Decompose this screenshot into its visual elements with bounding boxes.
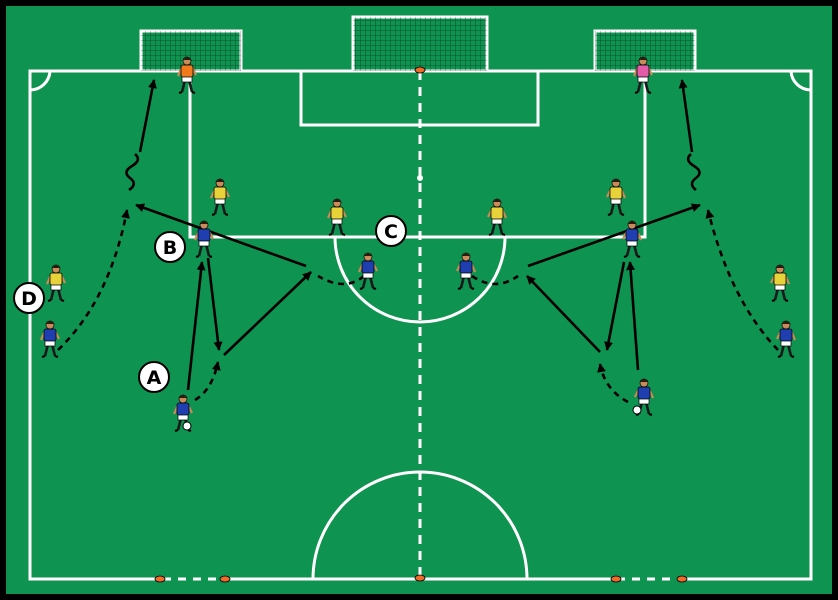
player-icon — [634, 378, 655, 417]
dribble-arrow-left-a — [194, 361, 221, 402]
label-c-text: C — [384, 221, 398, 243]
label-a-text: A — [147, 367, 162, 389]
pass-arrow-right-c-to-d — [527, 203, 701, 268]
arrows — [57, 79, 779, 404]
cone-icon — [610, 575, 622, 583]
goalkeeper-icon — [632, 56, 653, 95]
corner-arc-left — [29, 70, 52, 92]
player-icon — [326, 198, 347, 237]
dribble-arrow-right-a — [597, 363, 629, 404]
shot-arrow-right — [678, 79, 694, 153]
corner-arc-right — [789, 70, 812, 92]
ball-icon — [182, 421, 192, 431]
player-icon — [456, 252, 477, 291]
shot-arrow-left — [138, 79, 157, 153]
goal-left — [139, 29, 243, 73]
pass-arrow-left-a-to-c — [223, 271, 312, 356]
run-arrow-right-d — [705, 209, 779, 351]
label-b-text: B — [163, 237, 177, 259]
player-icon — [209, 178, 230, 217]
cone-icon — [676, 575, 688, 583]
label-d: D — [13, 282, 45, 314]
cones — [154, 66, 688, 583]
player-icon — [622, 220, 643, 259]
run-arrow-left-d — [57, 209, 130, 351]
cone-icon — [414, 574, 426, 582]
label-b: B — [154, 231, 186, 263]
pass-arrow-left-c-to-d — [135, 203, 307, 268]
run-arrow-right-a-to-b — [626, 261, 640, 371]
cone-icon — [154, 575, 166, 583]
dribble-arrow-right-c — [471, 274, 519, 286]
player-icon — [487, 198, 508, 237]
player-icon — [776, 320, 797, 359]
label-c: C — [375, 215, 407, 247]
penalty-arc — [333, 236, 507, 324]
run-arrow-left-a-to-b — [186, 261, 206, 391]
penalty-spot — [417, 175, 423, 181]
player-icon — [45, 264, 66, 303]
dribble-squiggle-left — [125, 153, 140, 192]
dribble-squiggle-right — [686, 153, 701, 192]
label-a: A — [138, 361, 170, 393]
dribble-arrow-left-c — [317, 274, 365, 286]
cone-icon — [219, 575, 231, 583]
goalkeeper-icon — [176, 56, 197, 95]
player-icon — [39, 320, 60, 359]
player-icon — [193, 220, 214, 259]
players — [39, 56, 797, 433]
player-icon — [357, 252, 378, 291]
goal-center — [351, 15, 489, 73]
pass-arrow-right-b-to-a — [604, 261, 626, 351]
pass-arrow-right-a-to-c — [526, 275, 601, 353]
cone-icon — [414, 66, 426, 74]
pass-arrow-left-b-to-a — [206, 257, 223, 351]
label-d-text: D — [21, 288, 37, 310]
player-icon — [606, 178, 627, 217]
player-icon — [770, 264, 791, 303]
penalty-area — [188, 71, 647, 239]
ball-icon — [632, 405, 642, 415]
